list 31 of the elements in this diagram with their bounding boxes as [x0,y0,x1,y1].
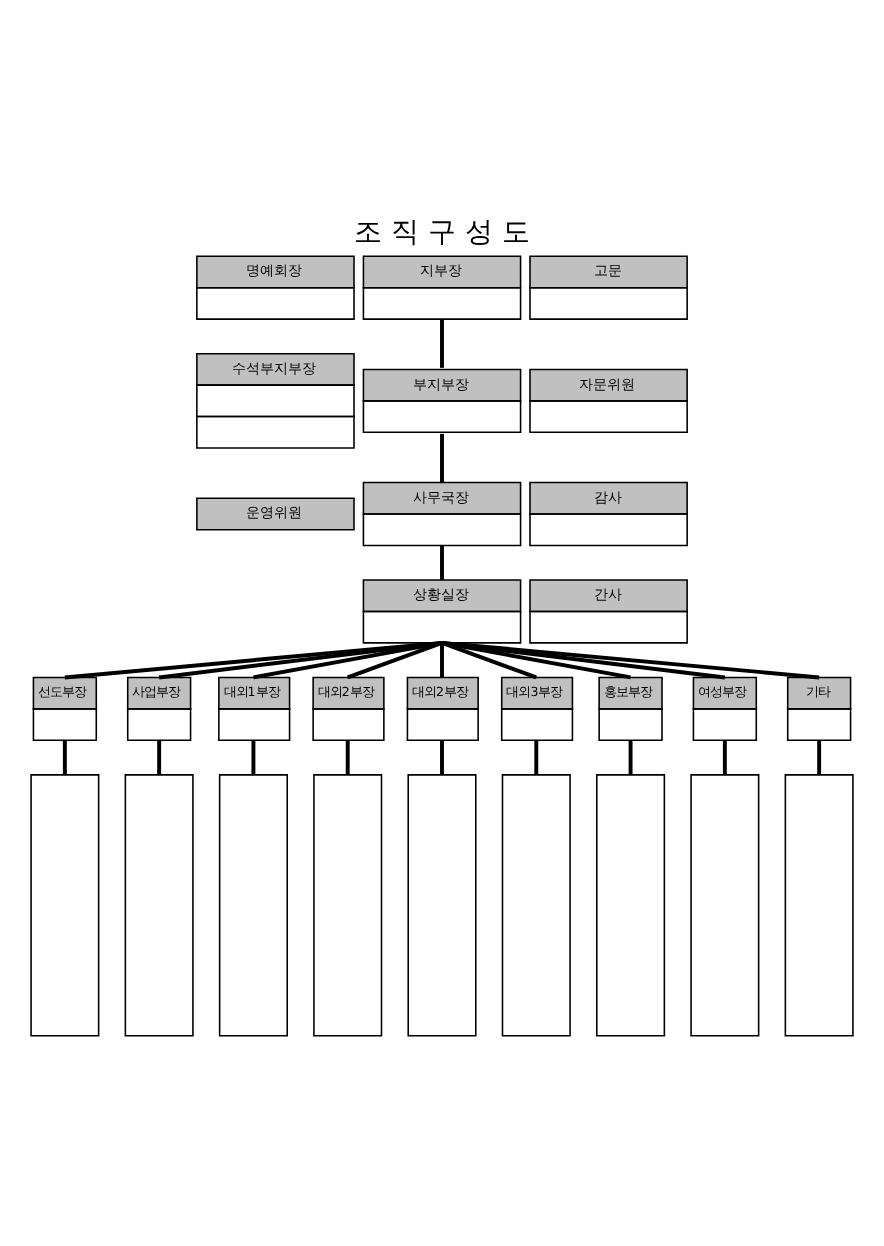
node-box [218,773,288,1036]
node-box [407,773,477,1036]
connector [253,639,443,679]
connector [628,739,633,774]
connector [440,739,444,774]
connector [441,639,820,679]
connector [441,639,631,679]
node-box [313,773,383,1036]
connector [440,318,444,367]
node-box [501,773,571,1036]
connector [251,739,256,774]
connector [440,641,444,677]
connector [345,739,350,774]
connector [157,739,162,774]
connector [158,639,443,679]
node-box [596,773,666,1036]
connector [62,739,67,774]
connector [64,639,443,679]
connector [534,739,539,774]
connector [722,739,727,774]
connector [441,640,537,679]
connector [347,640,443,679]
connector [440,544,444,579]
connector [440,432,444,482]
node-box [30,773,100,1036]
node-box [124,773,194,1036]
node-box [784,773,854,1036]
diagram-title: 조 직 구 성 도 [354,216,530,249]
connector [441,639,726,679]
connector [817,739,822,774]
node-box [690,773,760,1036]
